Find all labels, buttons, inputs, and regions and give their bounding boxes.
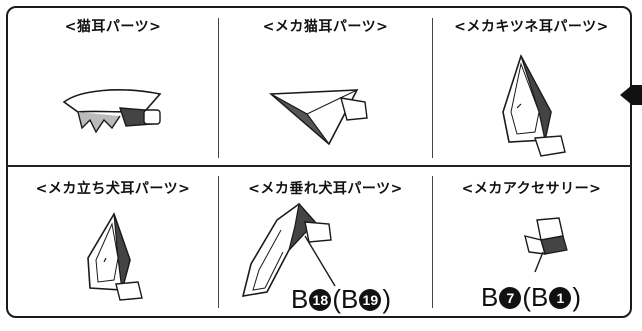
column-divider-2 bbox=[432, 18, 434, 158]
callout-close: ) bbox=[382, 284, 392, 314]
panel-title: <メカ立ち犬耳パーツ> bbox=[35, 181, 191, 197]
mecha-accessory-part-icon bbox=[523, 214, 583, 274]
page-tab-arrow-icon bbox=[620, 83, 642, 111]
panel-mecha-fox-ear: <メカキツネ耳パーツ> bbox=[433, 8, 630, 165]
callout-prefix: B bbox=[481, 282, 499, 312]
panel-title: <メカ垂れ犬耳パーツ> bbox=[248, 181, 403, 197]
panel-title: <メカキツネ耳パーツ> bbox=[454, 19, 609, 35]
mecha-fox-ear-part-icon bbox=[495, 52, 575, 162]
panel-title: <メカ猫耳パーツ> bbox=[262, 19, 389, 35]
callout-prefix: B bbox=[291, 284, 309, 314]
part-number-badge: 7 bbox=[499, 287, 522, 309]
panel-mecha-cat-ear: <メカ猫耳パーツ> bbox=[219, 8, 432, 165]
callout-alt-prefix: (B bbox=[522, 282, 549, 312]
part-number-badge: 18 bbox=[309, 289, 332, 311]
panel-title: <猫耳パーツ> bbox=[64, 19, 162, 35]
mecha-standing-dog-ear-part-icon bbox=[78, 208, 158, 308]
callout-close: ) bbox=[572, 282, 582, 312]
callout-alt-prefix: (B bbox=[332, 284, 359, 314]
mecha-cat-ear-part-icon bbox=[267, 84, 377, 154]
panel-cat-ear: <猫耳パーツ> bbox=[8, 8, 218, 165]
panel-mecha-standing-dog-ear: <メカ立ち犬耳パーツ> bbox=[8, 166, 218, 318]
column-divider-4 bbox=[432, 176, 434, 308]
column-divider-3 bbox=[218, 176, 220, 308]
part-number-badge: 19 bbox=[359, 289, 382, 311]
mecha-floppy-dog-ear-part-icon bbox=[237, 200, 357, 300]
column-divider-1 bbox=[218, 18, 220, 158]
row-divider bbox=[6, 165, 632, 167]
cat-ear-part-icon bbox=[60, 80, 170, 140]
panel-title: <メカアクセサリー> bbox=[461, 181, 602, 197]
part-number-badge: 1 bbox=[549, 287, 572, 309]
